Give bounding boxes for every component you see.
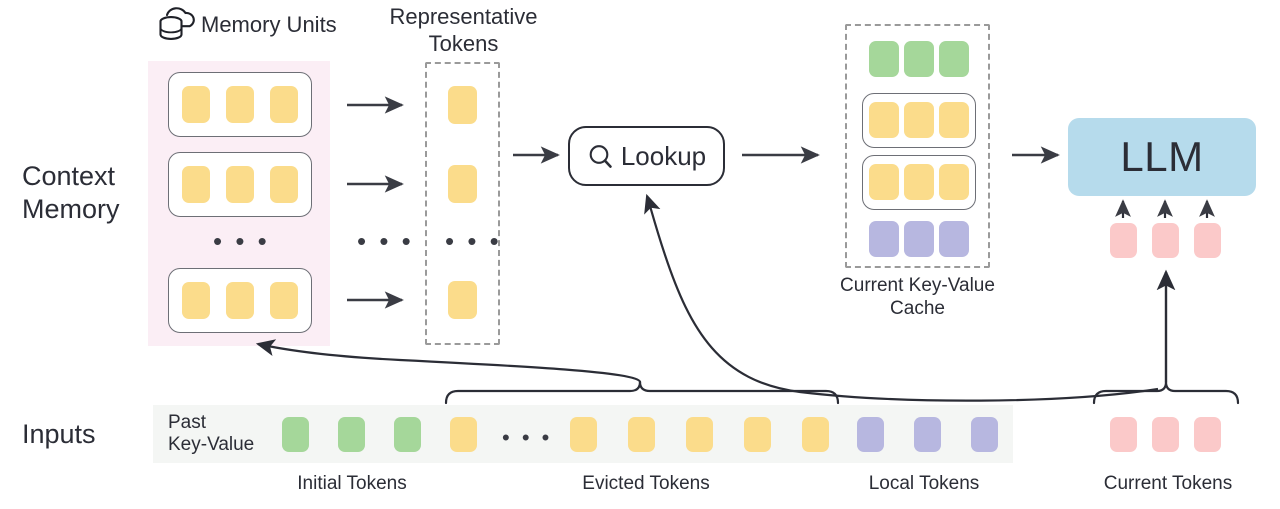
- caption-initial-tokens: Initial Tokens: [297, 473, 407, 494]
- representative-tokens-ellipsis: • • •: [445, 226, 502, 256]
- memory-unit-2-token-3: [270, 166, 298, 203]
- brace-current-tokens: [1092, 380, 1240, 405]
- arrow-evicted-to-context-memory: [255, 339, 642, 383]
- input-initial-token-3: [394, 417, 421, 452]
- input-evicted-token-6: [802, 417, 829, 452]
- cloud-database-icon: [155, 4, 199, 46]
- input-evicted-ellipsis: • • •: [502, 425, 553, 450]
- caption-current-tokens: Current Tokens: [1103, 473, 1233, 494]
- kv-initial-token-1: [869, 41, 899, 77]
- kv-retrieved-1-token-1: [869, 102, 899, 138]
- brace-evicted-tokens: [444, 380, 840, 405]
- caption-current-kv-cache: Current Key-Value Cache: [840, 275, 995, 320]
- caption-local-tokens: Local Tokens: [868, 473, 980, 494]
- input-evicted-token-2: [570, 417, 597, 452]
- mid-ellipsis: • • •: [357, 226, 414, 256]
- kv-initial-token-3: [939, 41, 969, 77]
- caption-evicted-tokens: Evicted Tokens: [582, 473, 710, 494]
- lookup-box[interactable]: Lookup: [568, 126, 725, 186]
- search-icon: [587, 143, 614, 170]
- input-current-token-3: [1194, 417, 1221, 452]
- llm-input-token-1: [1110, 223, 1137, 258]
- kv-retrieved-2-token-3: [939, 164, 969, 200]
- kv-retrieved-2-token-2: [904, 164, 934, 200]
- kv-initial-token-2: [904, 41, 934, 77]
- input-local-token-3: [971, 417, 998, 452]
- input-local-token-1: [857, 417, 884, 452]
- memory-unit-2-token-1: [182, 166, 210, 203]
- llm-input-token-2: [1152, 223, 1179, 258]
- llm-label: LLM: [1120, 133, 1204, 180]
- kv-local-token-2: [904, 221, 934, 257]
- memory-units-ellipsis: • • •: [213, 226, 270, 256]
- memory-unit-1-token-3: [270, 86, 298, 123]
- input-initial-token-1: [282, 417, 309, 452]
- representative-token-2: [448, 165, 477, 203]
- header-representative-tokens: Representative Tokens: [389, 4, 538, 56]
- input-evicted-token-4: [686, 417, 713, 452]
- memory-unit-1-token-2: [226, 86, 254, 123]
- kv-local-token-1: [869, 221, 899, 257]
- lookup-label: Lookup: [620, 140, 707, 171]
- header-memory-units: Memory Units: [201, 12, 337, 37]
- memory-unit-3-token-2: [226, 282, 254, 319]
- representative-token-1: [448, 86, 477, 124]
- memory-unit-3-token-1: [182, 282, 210, 319]
- kv-retrieved-1-token-2: [904, 102, 934, 138]
- input-current-token-2: [1152, 417, 1179, 452]
- memory-unit-2-token-2: [226, 166, 254, 203]
- input-evicted-token-5: [744, 417, 771, 452]
- memory-unit-3-token-3: [270, 282, 298, 319]
- input-local-token-2: [914, 417, 941, 452]
- kv-retrieved-2-token-1: [869, 164, 899, 200]
- representative-token-3: [448, 281, 477, 319]
- input-evicted-token-3: [628, 417, 655, 452]
- input-current-token-1: [1110, 417, 1137, 452]
- llm-input-token-3: [1194, 223, 1221, 258]
- input-evicted-token-1: [450, 417, 477, 452]
- input-initial-token-2: [338, 417, 365, 452]
- kv-local-token-3: [939, 221, 969, 257]
- llm-box[interactable]: LLM: [1068, 118, 1256, 196]
- row-label-context-memory: Context Memory: [22, 161, 120, 224]
- row-label-inputs: Inputs: [22, 419, 96, 449]
- memory-unit-1-token-1: [182, 86, 210, 123]
- kv-retrieved-1-token-3: [939, 102, 969, 138]
- past-key-value-label: Past Key-Value: [168, 412, 255, 456]
